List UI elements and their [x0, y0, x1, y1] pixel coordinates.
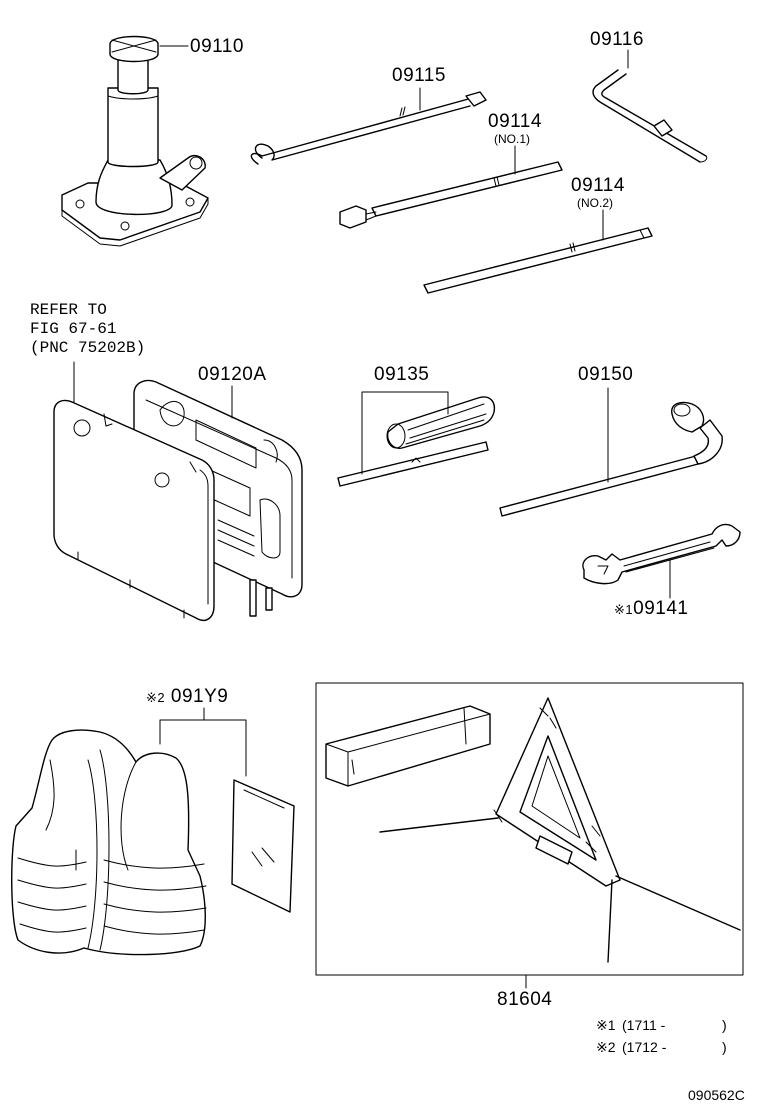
part-number-tool-case[interactable]: 09120A	[198, 364, 267, 385]
tool-case-drawing[interactable]	[53, 379, 303, 622]
triangle-box-frame	[315, 682, 744, 976]
extension-no2-drawing[interactable]	[423, 227, 653, 294]
part-number-extension-no1[interactable]: 09114	[488, 111, 542, 132]
extension-no1-sub: (NO.1)	[494, 132, 530, 146]
footnote-1-text: (1711 -	[622, 1017, 666, 1033]
screwdriver-drawing[interactable]	[337, 396, 496, 487]
footnote-1-mark: ※1	[596, 1017, 616, 1033]
part-number-warning-triangle[interactable]: 81604	[497, 989, 553, 1010]
part-number-spanner[interactable]: ※109141	[614, 599, 688, 618]
part-number-screwdriver[interactable]: 09135	[374, 364, 430, 385]
footnote-2-close: )	[722, 1039, 727, 1055]
part-number-wheel-wrench[interactable]: 09150	[578, 364, 634, 385]
part-number-vest[interactable]: ※2 091Y9	[146, 687, 228, 706]
leader-vest	[159, 707, 247, 777]
part-number-crank[interactable]: 09116	[590, 29, 644, 50]
jack-handle-drawing[interactable]	[250, 91, 487, 165]
extension-no1-drawing[interactable]	[339, 161, 563, 229]
jack-drawing[interactable]	[61, 35, 209, 247]
vest-number: 091Y9	[170, 686, 229, 707]
leader-screwdriver	[361, 391, 449, 475]
part-number-extension-no2[interactable]: 09114	[571, 175, 625, 196]
vest-footnote-mark: ※2	[146, 690, 166, 705]
spanner-drawing[interactable]	[582, 523, 741, 585]
spanner-number: 09141	[633, 598, 689, 619]
extension-no2-sub: (NO.2)	[577, 196, 613, 210]
warning-triangle-case-drawing[interactable]	[325, 705, 491, 787]
refer-line-1: REFER TO	[30, 301, 107, 319]
part-number-handle[interactable]: 09115	[392, 65, 446, 86]
footnote-2-text: (1712 -	[622, 1039, 667, 1055]
crank-bar-drawing[interactable]	[592, 69, 708, 163]
warning-triangle-drawing[interactable]	[379, 697, 741, 963]
vest-pouch-drawing[interactable]	[231, 779, 295, 913]
footnote-2-mark: ※2	[596, 1039, 616, 1055]
figure-id: 090562C	[688, 1087, 745, 1103]
safety-vest-drawing[interactable]	[11, 729, 207, 956]
footnote-1-close: )	[722, 1017, 727, 1033]
wheel-wrench-drawing[interactable]	[499, 401, 723, 517]
refer-line-3: (PNC 75202B)	[30, 339, 146, 357]
refer-line-2: FIG 67-61	[30, 320, 117, 338]
spanner-footnote-mark: ※1	[614, 602, 634, 617]
part-number-jack[interactable]: 09110	[190, 36, 244, 57]
